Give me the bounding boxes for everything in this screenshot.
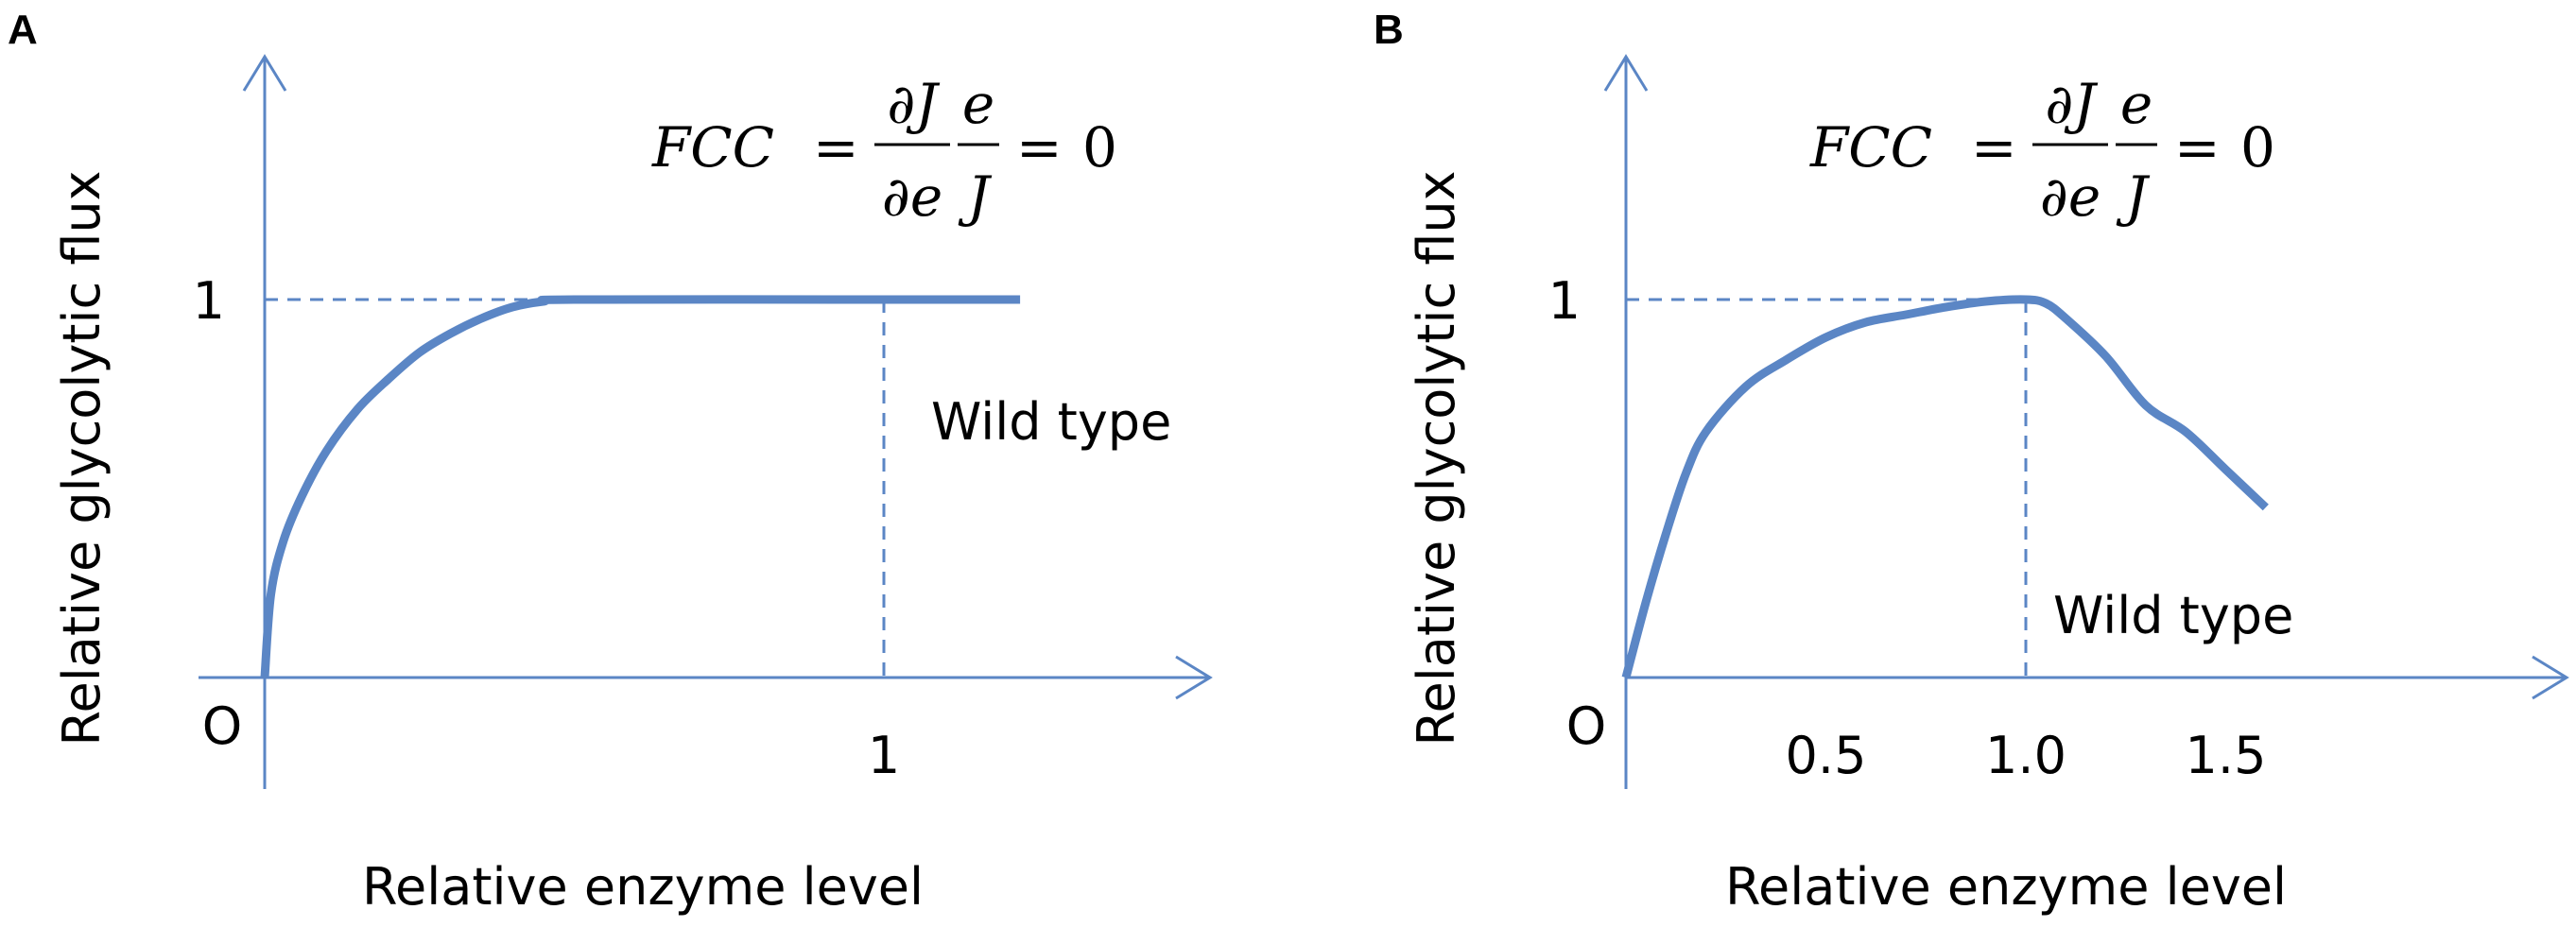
panel-b-y-tick-label: 1 <box>1548 271 1581 331</box>
panel-a-formula-eq1: = <box>813 115 859 180</box>
panel-b-formula-num2: e <box>2120 72 2152 136</box>
panel-a-formula-result: 0 <box>1082 115 1117 180</box>
panel-b-y-axis-label: Relative glycolytic flux <box>1407 170 1466 746</box>
panel-a-formula-num1: ∂J <box>887 72 940 136</box>
panel-a-flux-curve <box>260 295 1021 678</box>
panel-a-y-tick-label: 1 <box>193 271 225 331</box>
panel-a-series <box>260 295 1021 678</box>
panel-b-x-axis-arrowhead <box>2532 655 2569 700</box>
panel-a: A Relative glycolytic flux Relative enzy… <box>8 7 1213 917</box>
panel-b-letter: B <box>1374 7 1404 53</box>
panel-a-y-axis-label: Relative glycolytic flux <box>52 170 112 746</box>
panel-a-formula-lhs: FCC <box>651 115 774 180</box>
panel-b-guides <box>1626 298 2028 678</box>
panel-b-series <box>1621 295 2269 679</box>
panel-a-formula: FCC = ∂J ∂e e J = 0 <box>651 72 1117 229</box>
panel-b-formula-eq2: = <box>2174 115 2221 180</box>
panel-b-y-axis-arrowhead <box>1603 54 1649 92</box>
panel-a-origin-label: O <box>202 696 243 756</box>
panel-a-formula-den2: J <box>958 164 992 229</box>
panel-b-formula-num1: ∂J <box>2045 72 2098 136</box>
panel-b-annotation: Wild type <box>2053 586 2293 645</box>
panel-b: B 0.5 1.0 1.5 Relative glycolytic flux Rel… <box>1374 7 2569 917</box>
panel-b-formula-result: 0 <box>2240 115 2275 180</box>
panel-b-formula-eq1: = <box>1971 115 2017 180</box>
panel-a-formula-den1: ∂e <box>882 164 942 229</box>
panel-a-x-tick-label: 1 <box>868 726 900 785</box>
panel-b-x-tick-labels: 0.5 1.0 1.5 <box>1786 726 2267 785</box>
panel-b-flux-curve <box>1621 295 2269 679</box>
panel-a-formula-eq2: = <box>1016 115 1063 180</box>
panel-b-formula-lhs: FCC <box>1809 115 1932 180</box>
panel-b-formula-den1: ∂e <box>2040 164 2101 229</box>
panel-b-x-tick-label: 1.0 <box>1985 726 2066 785</box>
panel-a-formula-num2: e <box>962 72 994 136</box>
panel-a-letter: A <box>8 7 38 53</box>
panel-a-x-axis-label: Relative enzyme level <box>362 857 924 917</box>
panel-b-origin-label: O <box>1566 696 1607 756</box>
panel-b-formula-den2: J <box>2116 164 2150 229</box>
panel-b-x-axis-label: Relative enzyme level <box>1725 857 2287 917</box>
panel-a-annotation: Wild type <box>931 392 1171 452</box>
panel-a-x-axis-arrowhead <box>1175 655 1213 700</box>
panel-b-x-tick-label: 1.5 <box>2186 726 2267 785</box>
panel-a-y-axis-arrowhead <box>242 54 287 92</box>
panel-b-formula: FCC = ∂J ∂e e J = 0 <box>1809 72 2275 229</box>
panel-b-x-tick-label: 0.5 <box>1786 726 1867 785</box>
panel-a-guides <box>265 298 886 678</box>
